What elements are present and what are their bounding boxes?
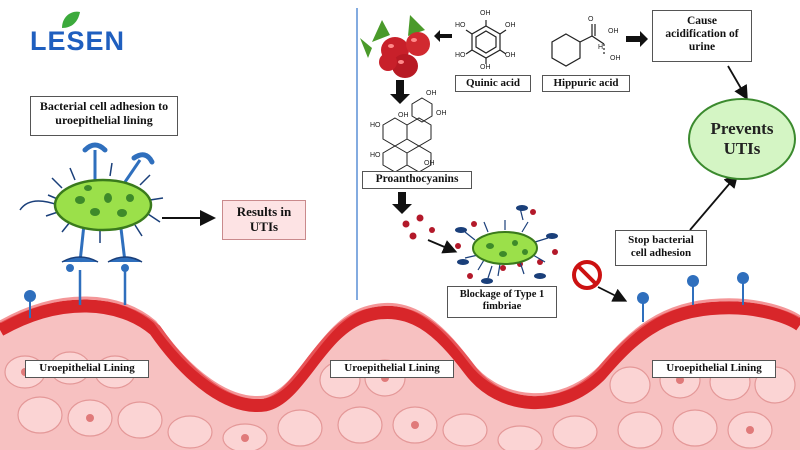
quinic-acid-structure-icon bbox=[465, 20, 507, 64]
receptors-left bbox=[24, 290, 36, 318]
stop-adhesion-label: Stop bacterial cell adhesion bbox=[615, 230, 707, 266]
prevents-utis-text: Prevents UTIs bbox=[710, 119, 774, 158]
blockage-label: Blockage of Type 1 fimbriae bbox=[447, 286, 557, 318]
results-in-utis-label: Results in UTIs bbox=[222, 200, 306, 240]
chem-label: OH bbox=[608, 28, 619, 35]
chem-label: H bbox=[598, 44, 604, 51]
bacterium-left-icon bbox=[19, 142, 164, 305]
chem-label: OH bbox=[426, 90, 437, 97]
chem-label: OH bbox=[424, 160, 435, 167]
chem-label: OH bbox=[436, 110, 447, 117]
chem-label: HO bbox=[370, 122, 381, 129]
cranberry-icon bbox=[360, 15, 430, 78]
logo-leaf-icon bbox=[62, 11, 80, 28]
lining-label-right: Uroepithelial Lining bbox=[652, 360, 776, 378]
brand-logo: LESEN bbox=[30, 26, 126, 56]
chem-label: O bbox=[588, 16, 594, 23]
proanthocyanins-label: Proanthocyanins bbox=[362, 171, 472, 189]
chem-label: OH bbox=[610, 55, 621, 62]
bacterium-blocked-icon bbox=[455, 205, 558, 284]
receptors-right bbox=[637, 272, 749, 322]
prohibition-icon bbox=[572, 260, 602, 290]
lining-label-center: Uroepithelial Lining bbox=[330, 360, 454, 378]
acidification-label: Cause acidification of urine bbox=[652, 10, 752, 62]
chem-label: OH bbox=[480, 10, 491, 17]
chem-label: HO bbox=[455, 22, 466, 29]
chem-label: OH bbox=[480, 64, 491, 71]
chem-label: HO bbox=[370, 152, 381, 159]
proanthocyanin-molecules bbox=[402, 214, 543, 271]
chem-label: OH bbox=[398, 112, 409, 119]
proanthocyanins-structure-icon bbox=[382, 97, 433, 173]
quinic-acid-label: Quinic acid bbox=[455, 75, 531, 92]
hippuric-acid-structure-icon bbox=[551, 24, 605, 67]
hippuric-acid-label: Hippuric acid bbox=[542, 75, 630, 92]
chem-label: OH bbox=[505, 52, 516, 59]
lining-label-left: Uroepithelial Lining bbox=[25, 360, 149, 378]
chem-label: HO bbox=[455, 52, 466, 59]
prevents-utis-oval: Prevents UTIs bbox=[688, 98, 796, 180]
chem-label: OH bbox=[505, 22, 516, 29]
bacterial-adhesion-label: Bacterial cell adhesion to uroepithelial… bbox=[30, 96, 178, 136]
